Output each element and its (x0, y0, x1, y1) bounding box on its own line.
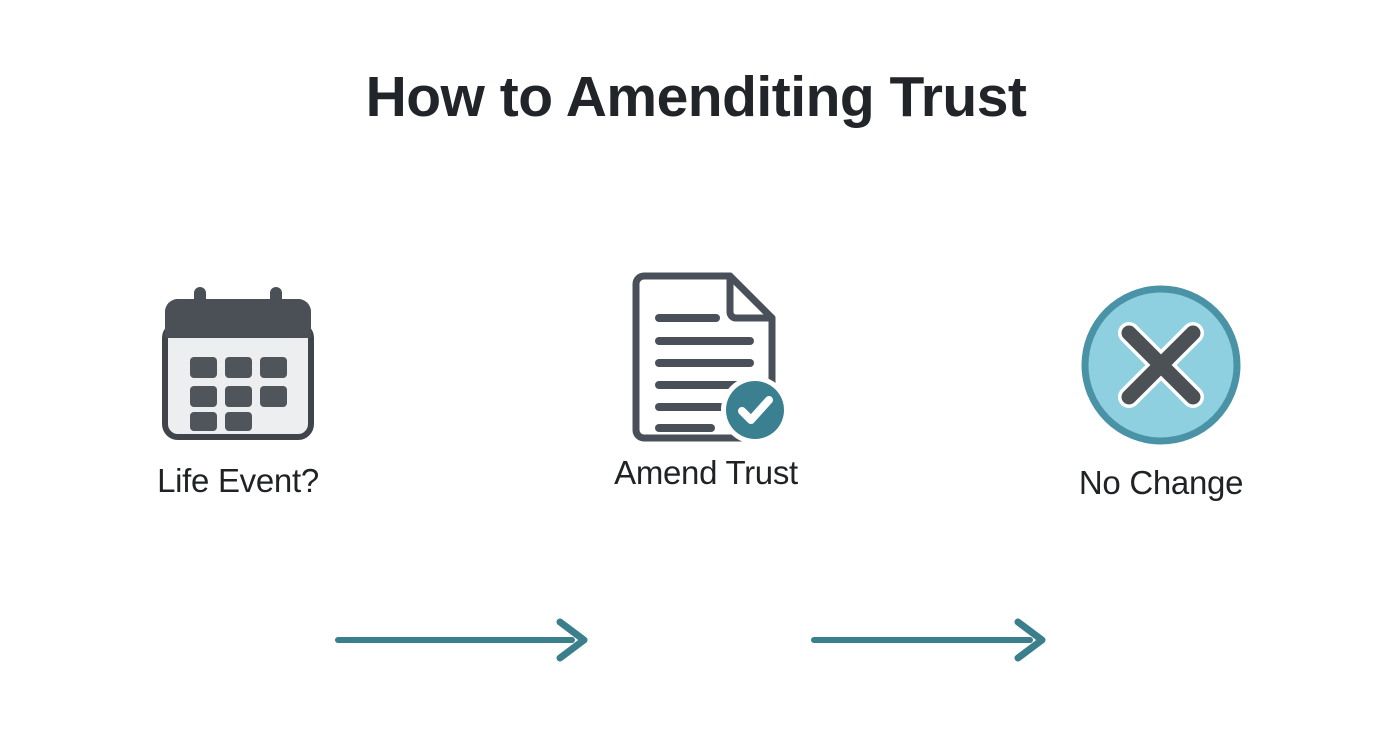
arrow-right-icon (335, 618, 588, 662)
flow-node-label-no-change: No Change (1078, 464, 1244, 501)
flow-node-label-amend-trust: Amend Trust (614, 454, 798, 491)
circle-x-icon (1081, 285, 1241, 445)
document-check-icon (632, 272, 789, 444)
flow-diagram: Life Event? (0, 270, 1392, 662)
arrow-right-icon (811, 618, 1046, 662)
document-art (576, 270, 836, 444)
page-title: How to Amenditing Trust (365, 65, 1027, 129)
flow-node-no-change[interactable]: No Change (1031, 280, 1291, 502)
calendar-art (108, 278, 368, 448)
flow-node-amend-trust[interactable]: Amend Trust (576, 270, 836, 492)
circle-x-art (1031, 280, 1291, 450)
calendar-icon (162, 287, 314, 440)
flow-connector-1 (332, 610, 600, 670)
flow-connector-2 (808, 610, 1058, 670)
flow-node-life-event[interactable]: Life Event? (108, 278, 368, 500)
flow-node-label-life-event: Life Event? (157, 462, 319, 499)
